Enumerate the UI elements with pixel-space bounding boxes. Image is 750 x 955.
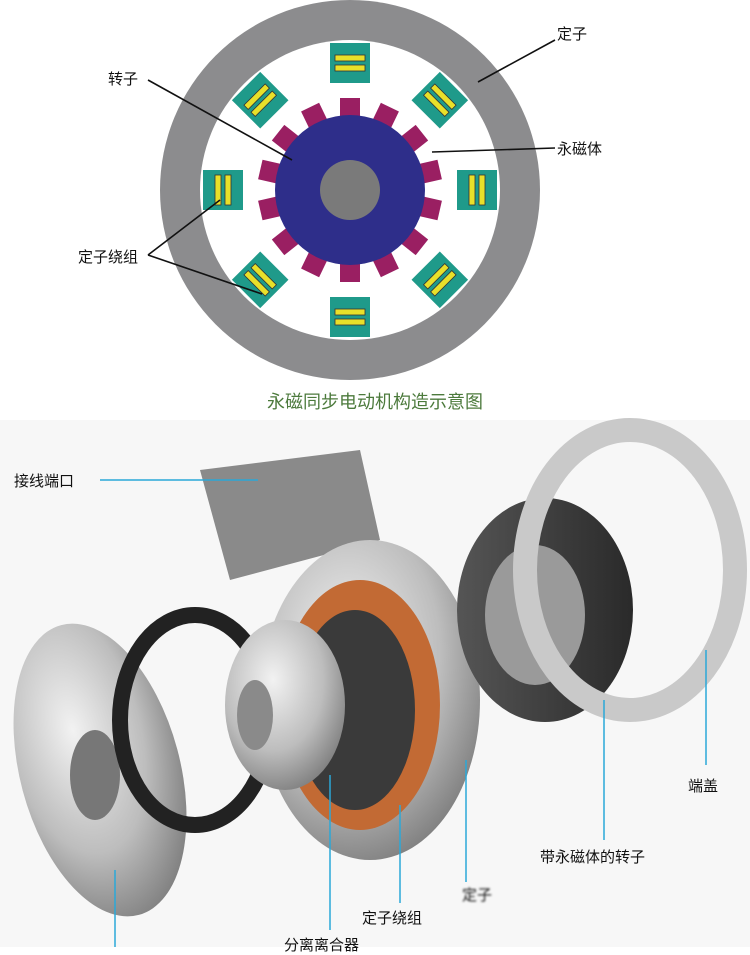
label-clutch: 分离离合器 — [284, 936, 360, 954]
leader-line-rotor — [147, 79, 293, 161]
leader-line-magnet — [431, 147, 556, 153]
coil — [334, 64, 366, 72]
label-magnet: 永磁体 — [557, 140, 603, 158]
coil — [334, 318, 366, 326]
tooth-body — [203, 170, 243, 210]
label-rotor-magnets: 带永磁体的转子 — [540, 848, 646, 866]
coil — [468, 174, 476, 206]
leader-line-winding — [147, 254, 263, 295]
label-port: 接线端口 — [14, 472, 75, 490]
coil — [250, 90, 278, 118]
coil — [430, 270, 457, 297]
coil — [478, 174, 486, 206]
magnet — [340, 98, 360, 120]
leader-lines — [147, 39, 556, 295]
coil — [243, 83, 270, 110]
connection-port-block — [200, 450, 380, 580]
magnet — [340, 260, 360, 282]
coil — [422, 90, 450, 118]
leader-lines-bottom — [100, 479, 707, 947]
stator-tooth — [330, 297, 370, 337]
coil — [250, 262, 278, 290]
clutch-hub — [237, 680, 273, 750]
stator-tooth — [457, 170, 497, 210]
exploded-motor-illustration — [0, 418, 750, 947]
coil — [430, 83, 457, 110]
tooth-body — [457, 170, 497, 210]
label-end-cover: 端盖 — [688, 777, 719, 795]
label-stator-bottom: 定子 — [462, 886, 493, 904]
stator-tooth — [330, 43, 370, 83]
coil — [422, 262, 450, 290]
caption: 永磁同步电动机构造示意图 — [267, 392, 483, 413]
motor-schematic — [147, 0, 556, 380]
end-cover — [513, 418, 747, 722]
label-rotor: 转子 — [108, 70, 139, 88]
label-winding: 定子绕组 — [78, 248, 139, 266]
stator-tooth — [203, 170, 243, 210]
tooth-body — [330, 43, 370, 83]
label-stator-winding: 定子绕组 — [362, 909, 423, 927]
coil — [224, 174, 232, 206]
leader-line-stator — [477, 39, 556, 83]
shaft — [320, 160, 380, 220]
coil — [334, 54, 366, 62]
coil — [243, 270, 270, 297]
label-stator: 定子 — [557, 25, 588, 43]
coil — [214, 174, 222, 206]
leader-line-winding — [147, 199, 221, 256]
clutch-housing-hub — [70, 730, 120, 820]
tooth-body — [330, 297, 370, 337]
coil — [334, 308, 366, 316]
